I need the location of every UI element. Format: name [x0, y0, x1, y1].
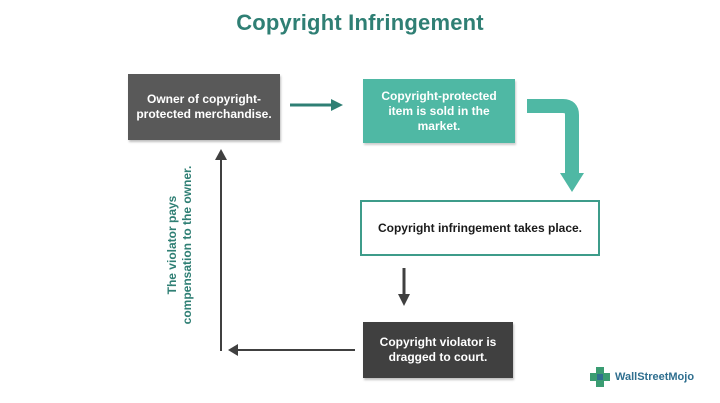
arrow-sold-to-infringement — [527, 99, 584, 192]
logo-icon — [590, 367, 610, 387]
node-court: Copyright violator is dragged to court. — [363, 322, 513, 378]
wallstreetmojo-logo: WallStreetMojo — [589, 366, 694, 388]
arrow-owner-to-sold — [290, 99, 343, 111]
node-owner: Owner of copyright-protected merchandise… — [128, 74, 280, 140]
diagram-title: Copyright Infringement — [236, 10, 484, 35]
node-item-sold: Copyright-protected item is sold in the … — [363, 79, 515, 143]
node-infringement: Copyright infringement takes place. — [360, 200, 600, 256]
arrow-infringement-to-court — [398, 268, 410, 306]
logo-text: WallStreetMojo — [615, 371, 695, 383]
arrow-court-to-owner — [215, 149, 355, 356]
